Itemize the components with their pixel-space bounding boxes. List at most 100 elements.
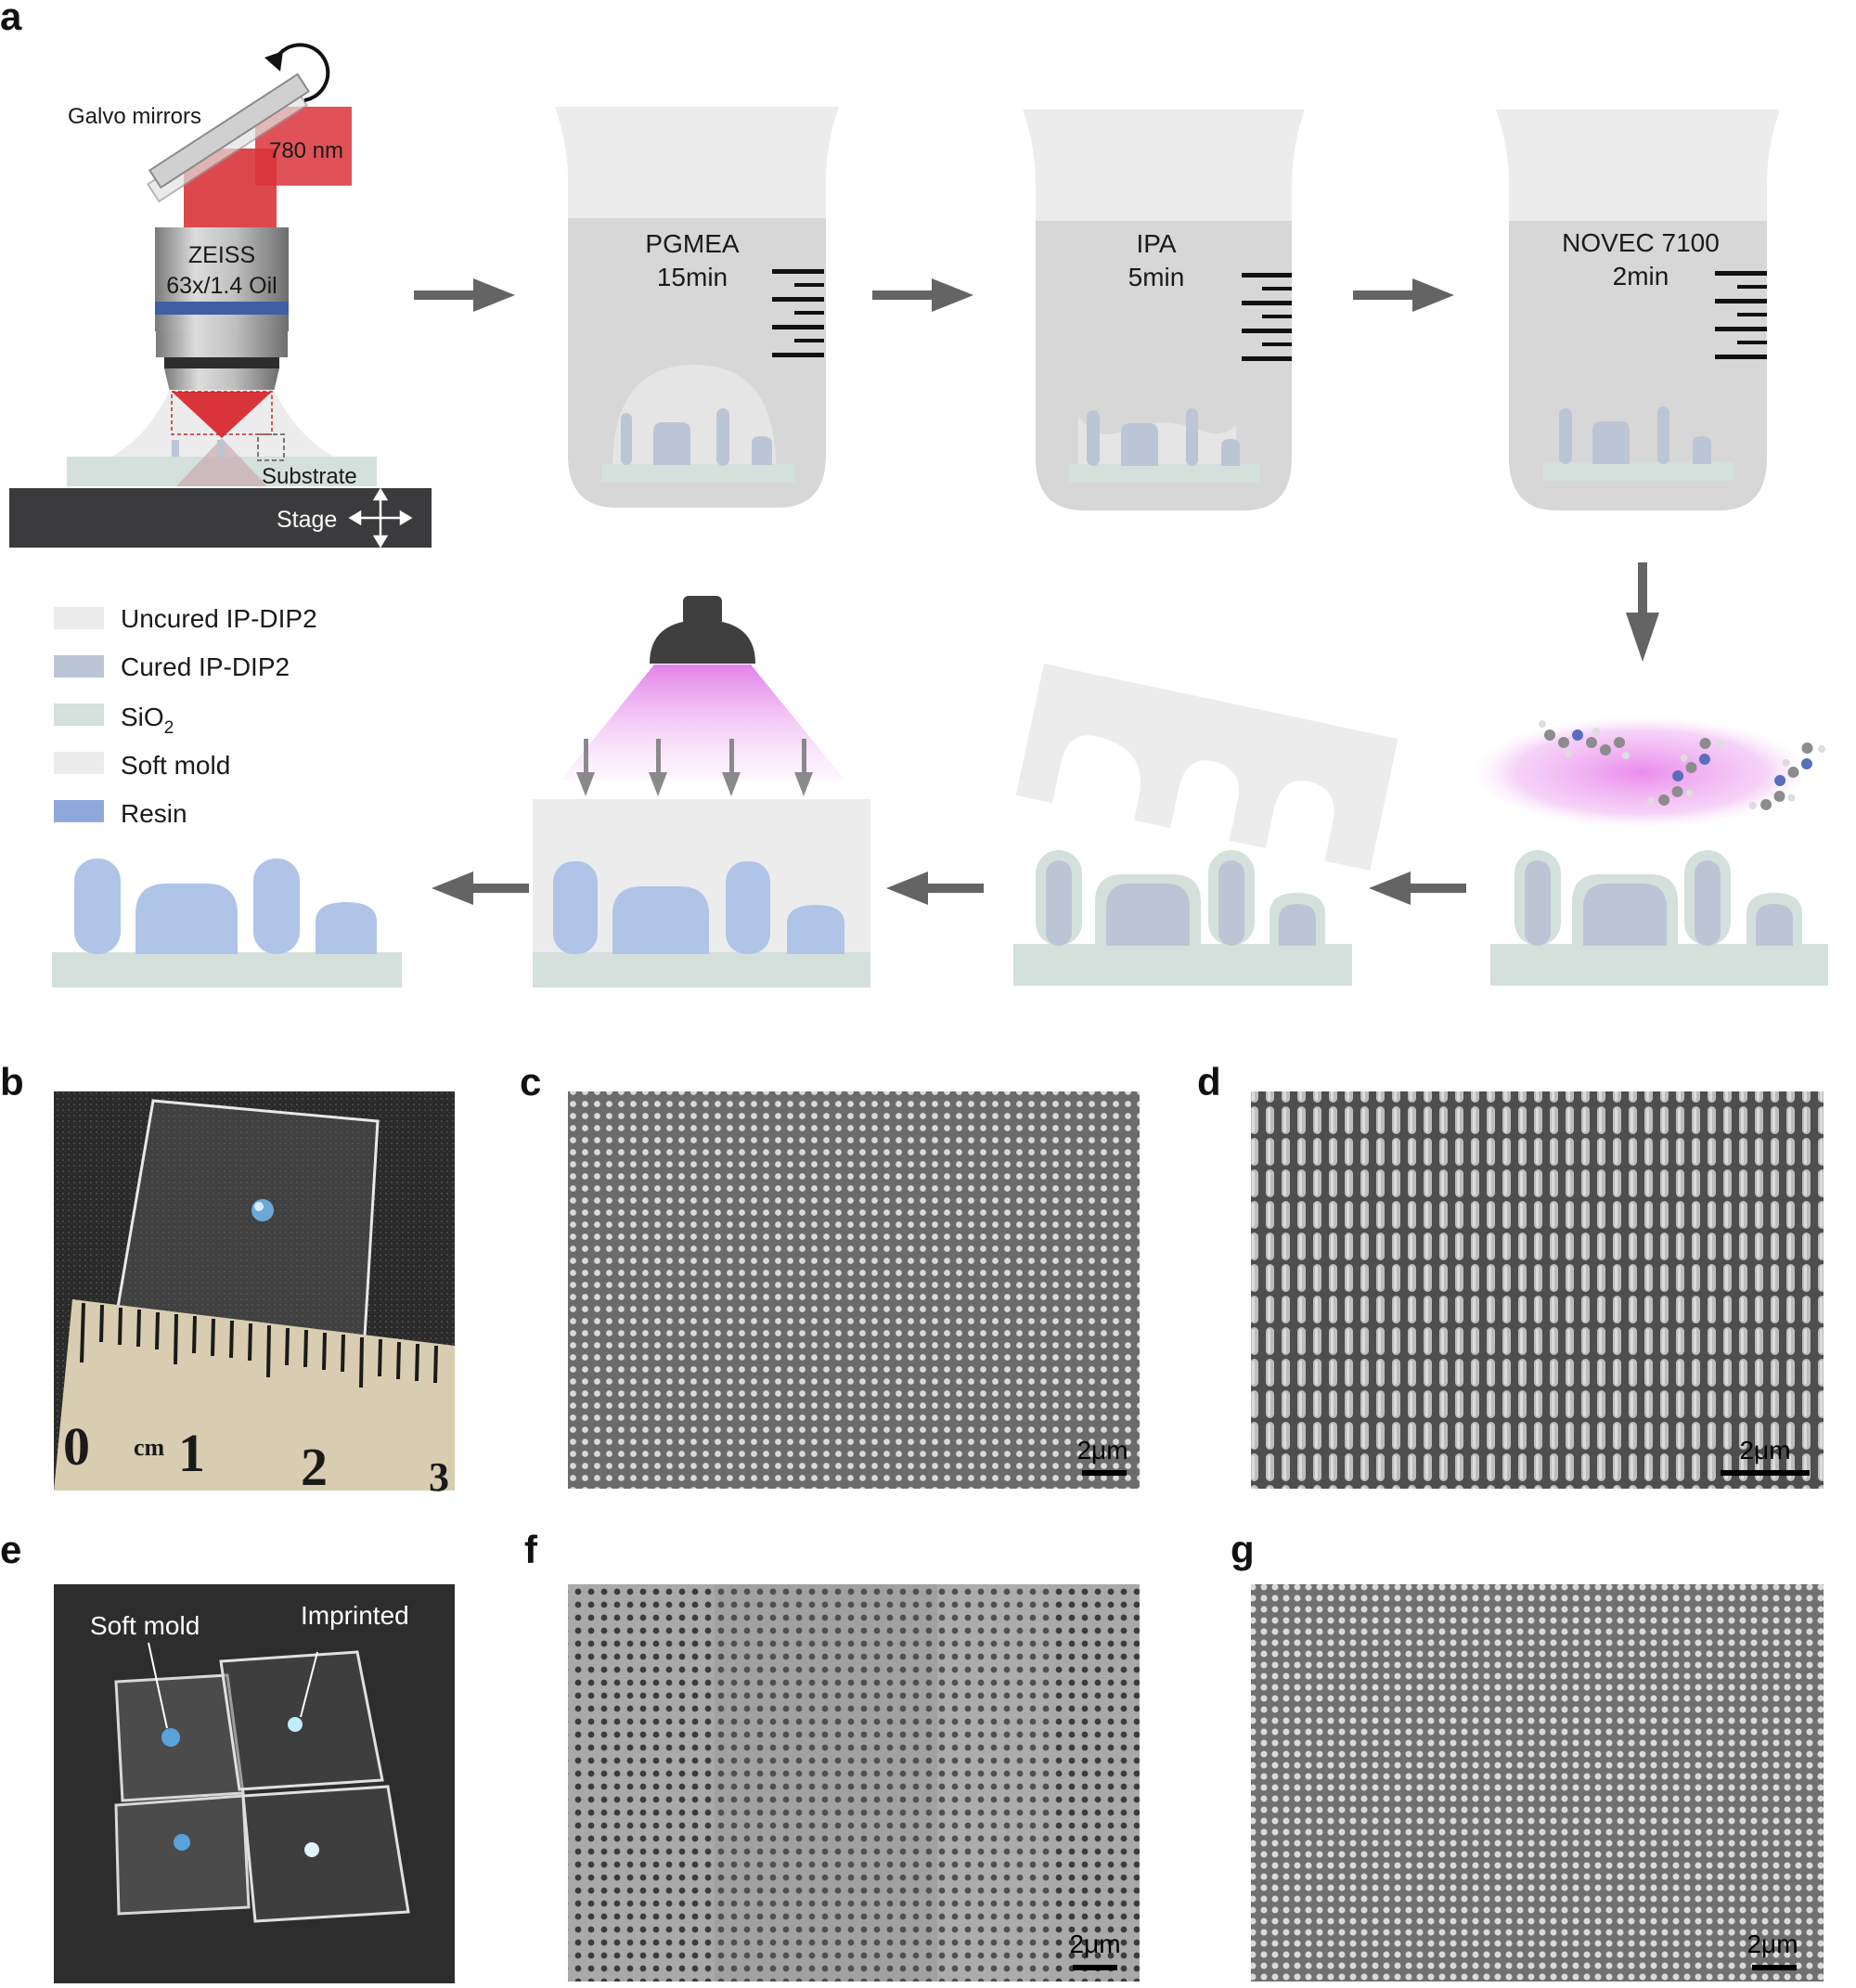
- beaker-ipa: IPA 5min: [1023, 110, 1305, 510]
- ruler: [54, 1299, 455, 1491]
- shading-band: [715, 1584, 937, 1982]
- panel-label-a: a: [0, 0, 22, 38]
- sample-spot: [161, 1728, 180, 1747]
- zoom-box-icon: [257, 433, 285, 461]
- uv-curing-step: [533, 596, 870, 988]
- legend-swatch-resin: [54, 800, 104, 822]
- shading-band: [937, 1584, 1049, 1982]
- rotation-arrow-icon: [273, 43, 330, 102]
- panel-labels: a b c d e f g: [0, 0, 1255, 1571]
- coated-structures: [1036, 850, 1325, 946]
- sample-spot: [251, 1199, 274, 1221]
- molecule-icon: [1539, 720, 1826, 810]
- laser-wavelength-label: 780 nm: [269, 138, 343, 163]
- right-arrow-icon: [1353, 278, 1454, 312]
- sem-d: 2μm: [1251, 1091, 1824, 1489]
- galvo-mirror-icon: [146, 72, 311, 203]
- left-arrow-icon: [432, 871, 529, 905]
- printed-pillar: [217, 440, 225, 457]
- scale-bar: [1073, 1965, 1117, 1970]
- galvo-label: Galvo mirrors: [68, 104, 201, 129]
- solvent-time: 2min: [1613, 262, 1669, 290]
- stage-label: Stage: [277, 507, 337, 533]
- legend-swatch-cured: [54, 655, 104, 678]
- sio2-base: [533, 952, 870, 988]
- graduation-marks: [1715, 271, 1767, 359]
- panel-label-g: g: [1231, 1528, 1255, 1571]
- soft-mold-slide: [114, 1794, 251, 1916]
- legend-label: Resin: [121, 799, 187, 828]
- sample-spot-highlight: [254, 1202, 264, 1211]
- legend-label: Soft mold: [121, 751, 230, 780]
- sample-spot: [304, 1842, 319, 1857]
- solvent-time: 15min: [657, 263, 728, 291]
- legend-swatch-uncured: [54, 607, 104, 629]
- move-arrows-icon: [348, 487, 413, 549]
- beaker-pgmea: PGMEA 15min: [555, 107, 839, 508]
- sem-c: 2μm: [568, 1091, 1140, 1489]
- down-arrows: [576, 739, 813, 796]
- flow-arrows: [414, 278, 1659, 905]
- beam-below-substrate: [176, 438, 267, 486]
- sio2-base: [1013, 944, 1352, 986]
- objective-spec: 63x/1.4 Oil: [166, 273, 277, 299]
- scale-bar: [1082, 1470, 1127, 1476]
- imprinted-label: Imprinted: [301, 1601, 409, 1630]
- graduation-marks: [772, 269, 824, 357]
- sio2-base: [1490, 944, 1828, 986]
- coated-structures: [1514, 850, 1802, 946]
- imprinted-slide: [219, 1650, 384, 1791]
- legend-label: Cured IP-DIP2: [121, 652, 290, 681]
- photo-b: 0 cm 1 2 3: [54, 1091, 455, 1500]
- ruler-number: 3: [429, 1454, 449, 1500]
- sem-g: 2μm: [1251, 1584, 1824, 1982]
- scale-bar: [1752, 1965, 1797, 1970]
- panel-label-d: d: [1197, 1060, 1221, 1104]
- uv-light-cone: [561, 665, 844, 780]
- left-arrow-icon: [886, 871, 984, 905]
- pointer-line: [300, 1651, 318, 1718]
- final-replica-step: [52, 858, 402, 988]
- left-arrow-icon: [1369, 871, 1466, 905]
- down-arrow-icon: [1626, 562, 1659, 662]
- sem-f: 2μm: [568, 1584, 1140, 1982]
- ruler-number: 0: [63, 1416, 90, 1477]
- setup-schematic: 780 nm Galvo mirrors ZEISS 63x/1.4 Oil S…: [9, 43, 432, 549]
- soft-mold-peeled: [1015, 664, 1398, 871]
- antistick-treatment-step: [1474, 716, 1828, 986]
- solvent-name: IPA: [1136, 229, 1176, 258]
- legend-swatch-softmold: [54, 752, 104, 774]
- rotation-arrowhead-icon: [264, 51, 283, 71]
- legend: Uncured IP-DIP2 Cured IP-DIP2 SiO2 Soft …: [54, 604, 317, 828]
- pointer-line: [148, 1642, 168, 1729]
- sample-spot: [288, 1717, 303, 1732]
- solvent-time: 5min: [1128, 263, 1185, 291]
- scale-label: 2μm: [1739, 1436, 1790, 1465]
- soft-mold-step: [1013, 664, 1398, 986]
- solvent-name: PGMEA: [645, 229, 739, 258]
- resin-structures: [553, 861, 844, 954]
- substrate-label: Substrate: [262, 464, 357, 489]
- right-arrow-icon: [872, 278, 973, 312]
- solvent-name: NOVEC 7100: [1562, 228, 1720, 257]
- focused-beam: [172, 392, 272, 438]
- scale-bar: [1721, 1470, 1810, 1476]
- uv-lamp-icon: [650, 596, 755, 664]
- legend-swatch-sio2: [54, 704, 104, 726]
- ruler-ticks: [80, 1302, 438, 1388]
- imprinted-slide: [241, 1785, 410, 1923]
- resin-structures: [74, 858, 377, 954]
- graduation-marks: [1242, 273, 1292, 361]
- sio2-base: [52, 952, 402, 988]
- sample-spot: [174, 1834, 190, 1851]
- glass-slide: [114, 1099, 380, 1338]
- panel-label-f: f: [524, 1528, 538, 1571]
- printed-pillar: [172, 440, 179, 457]
- objective-lens-icon: [155, 227, 289, 392]
- scale-label: 2μm: [1069, 1930, 1120, 1958]
- ruler-unit: cm: [134, 1434, 165, 1461]
- photo-e: Soft mold Imprinted: [54, 1584, 455, 1983]
- soft-mold-label: Soft mold: [90, 1611, 200, 1640]
- panel-label-c: c: [520, 1060, 541, 1104]
